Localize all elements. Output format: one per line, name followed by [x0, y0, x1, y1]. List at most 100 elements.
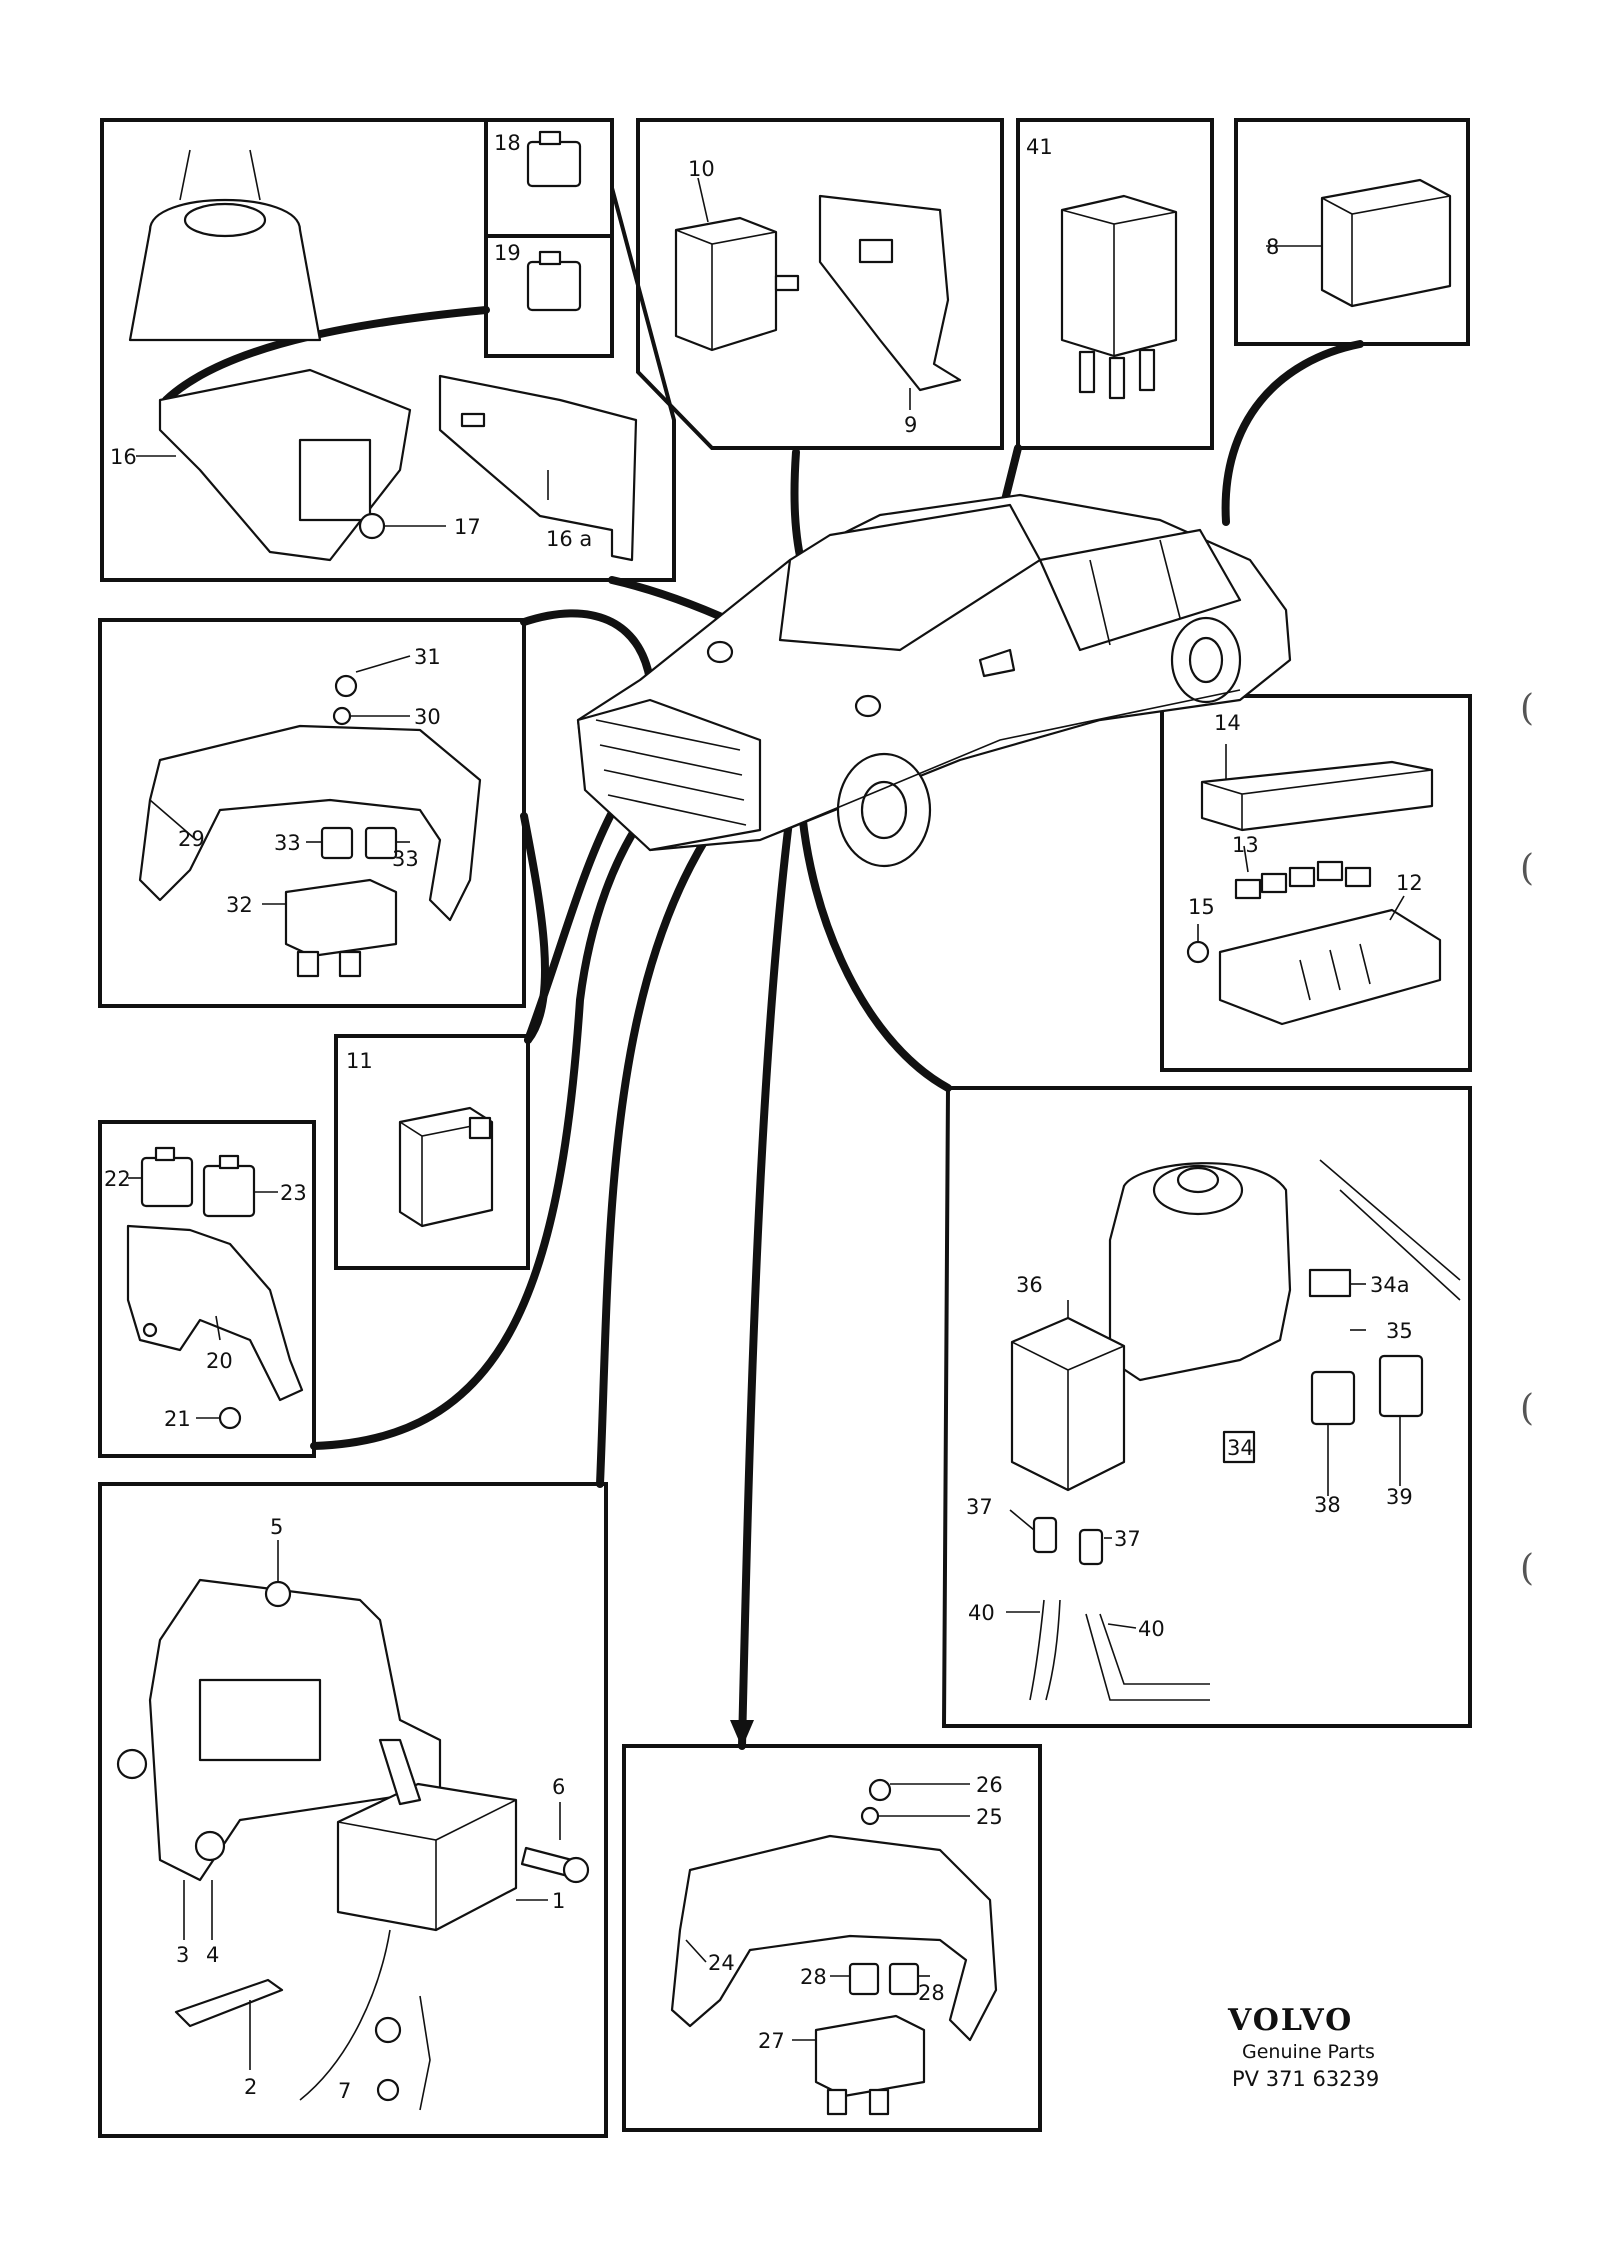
callout-40a: 40 [968, 1601, 995, 1625]
callout-11: 11 [346, 1049, 373, 1073]
callout-10: 10 [688, 157, 715, 181]
binding-mark-3: ( [1520, 1388, 1534, 1429]
callout-28a: 28 [800, 1965, 827, 1989]
callout-22: 22 [104, 1167, 131, 1191]
screw-21 [218, 1406, 242, 1430]
callout-30: 30 [414, 705, 441, 729]
callout-18: 18 [494, 131, 521, 155]
holder-9 [818, 194, 962, 410]
callout-32: 32 [226, 893, 253, 917]
callout-26: 26 [976, 1773, 1003, 1797]
callout-33a: 33 [274, 831, 301, 855]
callout-3: 3 [176, 1943, 189, 1967]
bolt-5 [264, 1540, 292, 1608]
callout-23: 23 [280, 1181, 307, 1205]
cover-14 [1200, 760, 1434, 832]
relay-38 [1310, 1370, 1356, 1426]
callout-25: 25 [976, 1805, 1003, 1829]
relay-23 [202, 1154, 256, 1218]
clips-33 [320, 826, 398, 860]
callout-34: 34 [1227, 1436, 1254, 1460]
callout-4: 4 [206, 1943, 219, 1967]
relay-19 [526, 250, 582, 312]
callout-31: 31 [414, 645, 441, 669]
relay-32 [284, 878, 398, 978]
callout-29: 29 [178, 827, 205, 851]
strap-2 [174, 1978, 284, 2070]
leader-lines [128, 177, 1405, 2041]
bracket-main [116, 1578, 442, 1882]
panel-20-23-relay-plate [98, 1120, 316, 1458]
callout-1: 1 [552, 1889, 565, 1913]
callout-38: 38 [1314, 1493, 1341, 1517]
relay-22 [140, 1146, 194, 1208]
callout-5: 5 [270, 1515, 283, 1539]
callout-14: 14 [1214, 711, 1241, 735]
fuse-box-12 [1218, 908, 1442, 1026]
callout-34-box [1222, 1430, 1256, 1464]
callout-12: 12 [1396, 871, 1423, 895]
panel-41-relay [1016, 118, 1214, 450]
panel-1-7-main-relay [98, 1482, 608, 2138]
car-illustration [576, 493, 1292, 868]
callout-40b: 40 [1138, 1617, 1165, 1641]
callout-15: 15 [1188, 895, 1215, 919]
bolt-26-washer-25 [860, 1778, 970, 1826]
callout-41: 41 [1026, 135, 1053, 159]
steering-column-shroud [128, 149, 322, 342]
plate-16a [438, 374, 638, 562]
callout-37b: 37 [1114, 1527, 1141, 1551]
bracket-24 [670, 1834, 998, 2042]
relay-1 [336, 1738, 518, 1932]
binding-mark-1: ( [1520, 688, 1534, 729]
relay-27 [814, 2014, 926, 2116]
callout-37a: 37 [966, 1495, 993, 1519]
relay-41 [1060, 194, 1178, 400]
blower-housing-34 [1108, 1159, 1461, 1382]
bracket-29 [138, 724, 482, 922]
callout-39: 39 [1386, 1485, 1413, 1509]
binding-mark-2: ( [1520, 848, 1534, 889]
hoses-40 [1029, 1599, 1210, 1701]
callout-24: 24 [708, 1951, 735, 1975]
fuses-13 [1234, 860, 1372, 900]
callout-19: 19 [494, 241, 521, 265]
resistor-34a [1308, 1268, 1352, 1298]
panel-11-relay [334, 1034, 530, 1270]
bolt-17 [358, 512, 446, 540]
brand-subtitle: Genuine Parts [1242, 2041, 1375, 2063]
callout-6: 6 [552, 1775, 565, 1799]
relay-11 [398, 1106, 494, 1228]
bolt-31-washer-30 [332, 655, 411, 726]
plate-20 [126, 1224, 304, 1402]
panel-12-15-fuse-box [1160, 694, 1472, 1072]
callout-27: 27 [758, 2029, 785, 2053]
grommets-37 [1032, 1516, 1104, 1566]
callout-2: 2 [244, 2075, 257, 2099]
callout-20: 20 [206, 1349, 233, 1373]
callout-16a: 16 a [546, 527, 592, 551]
module-8 [1290, 178, 1452, 308]
brand-block: VOLVO Genuine Parts PV 371 63239 [1227, 2003, 1379, 2091]
earth-lead-7 [299, 1929, 431, 2111]
relay-18 [526, 130, 582, 188]
module-36 [1010, 1316, 1126, 1492]
part-catalog-code: PV 371 63239 [1232, 2067, 1379, 2091]
panel-24-28-bracket [622, 1744, 1042, 2132]
screw-15 [1186, 940, 1210, 964]
bracket-16 [158, 368, 412, 562]
binding-mark-4: ( [1520, 1548, 1534, 1589]
volvo-logo: VOLVO [1227, 2003, 1353, 2038]
callout-36: 36 [1016, 1273, 1043, 1297]
callout-33b: 33 [392, 847, 419, 871]
callout-8: 8 [1266, 235, 1279, 259]
callout-7: 7 [338, 2079, 351, 2103]
clips-28 [848, 1962, 920, 1996]
panel-9-10-relay-holder [636, 118, 1004, 450]
callout-28b: 28 [918, 1981, 945, 2005]
bolt-6 [520, 1802, 590, 1884]
relay-10 [674, 216, 800, 352]
arrowhead-down [730, 1720, 754, 1748]
callout-16: 16 [110, 445, 137, 469]
